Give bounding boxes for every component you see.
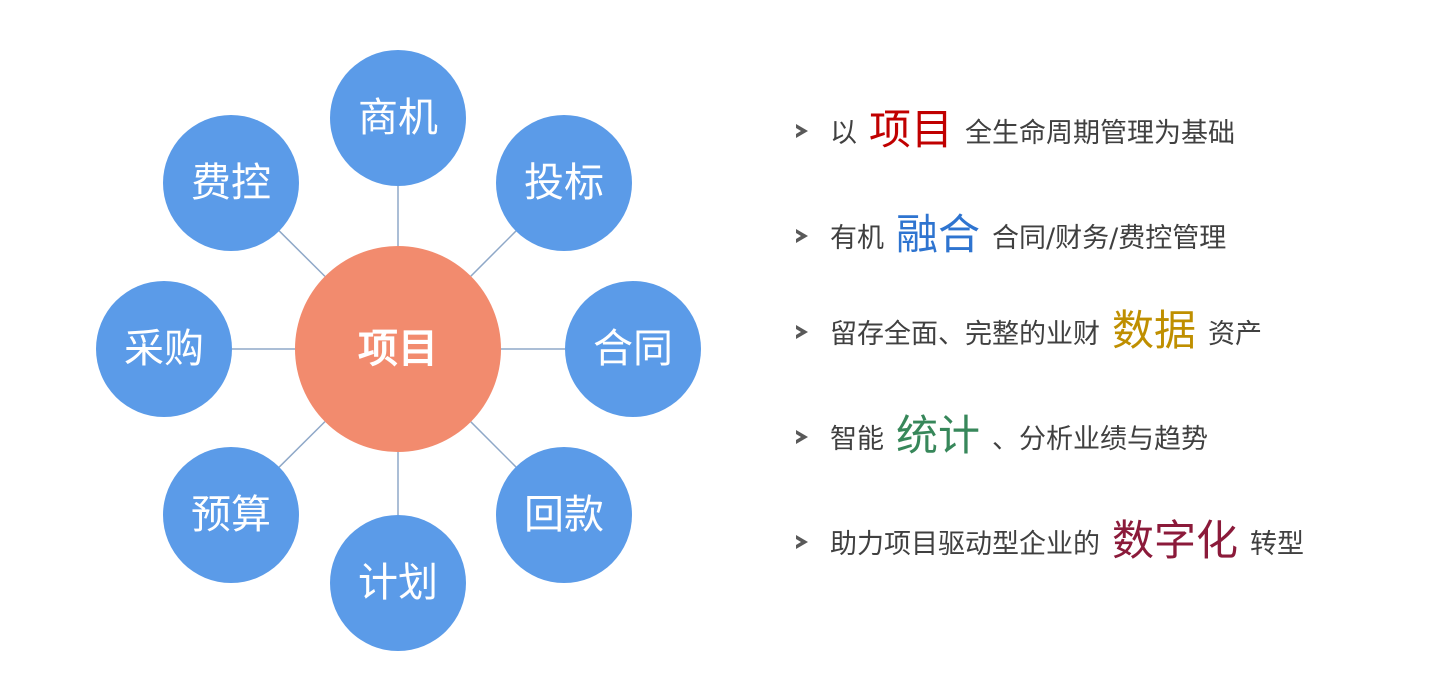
bullet-highlight: 统计 (896, 411, 981, 460)
bullet-text: 留存全面、完整的业财 (830, 318, 1100, 350)
connector-line-yusuan (278, 421, 326, 468)
satellite-label-hetong: 合同 (593, 326, 673, 372)
hub-node: 项目 (295, 246, 501, 452)
satellite-label-feikong: 费控 (191, 160, 271, 206)
arrow-bullet-icon (796, 430, 808, 444)
satellite-label-toubiao: 投标 (524, 160, 604, 206)
hub-diagram: 商机 投标 合同 回款 计划 预算 采购 费控 项目 (96, 50, 701, 651)
bullet-text: 、分析业绩与趋势 (992, 423, 1209, 455)
bullet-item: 智能 统计 、分析业绩与趋势 (796, 406, 1208, 466)
satellite-toubiao: 投标 (496, 115, 632, 251)
satellite-label-huikuan: 回款 (524, 492, 604, 538)
satellite-yusuan: 预算 (163, 447, 299, 583)
connector-line-feikong (278, 230, 326, 277)
satellite-circle-jihua (330, 515, 466, 651)
arrow-bullet-icon (796, 124, 808, 138)
hub-circle (295, 246, 501, 452)
bullet-item: 有机 融合 合同/财务/费控管理 (796, 205, 1226, 265)
satellite-label-yusuan: 预算 (191, 492, 271, 538)
bullet-text: 助力项目驱动型企业的 (830, 528, 1100, 560)
bullet-text: 合同/财务/费控管理 (992, 222, 1227, 254)
arrow-bullet-icon (796, 229, 808, 243)
satellite-hetong: 合同 (565, 281, 701, 417)
bullet-highlight: 数字化 (1112, 516, 1239, 565)
satellite-circle-shangji (330, 50, 466, 186)
satellite-feikong: 费控 (163, 115, 299, 251)
bullet-item: 留存全面、完整的业财 数据 资产 (796, 301, 1262, 361)
satellite-circle-feikong (163, 115, 299, 251)
satellite-label-shangji: 商机 (358, 95, 438, 141)
bullet-item: 以 项目 全生命周期管理为基础 (796, 100, 1235, 160)
hub-label: 项目 (358, 326, 438, 372)
arrow-bullet-icon (796, 535, 808, 549)
bullet-text: 全生命周期管理为基础 (965, 117, 1236, 149)
satellite-circle-huikuan (496, 447, 632, 583)
satellite-circle-toubiao (496, 115, 632, 251)
connector-line-huikuan (470, 421, 517, 468)
satellite-caigou: 采购 (96, 281, 232, 417)
satellite-label-caigou: 采购 (124, 326, 204, 372)
satellite-circle-caigou (96, 281, 232, 417)
bullet-text: 有机 (830, 222, 884, 254)
bullet-highlight: 数据 (1112, 306, 1197, 355)
satellite-shangji: 商机 (330, 50, 466, 186)
connector-line-toubiao (470, 230, 517, 277)
bullet-highlight: 项目 (869, 105, 954, 154)
arrow-bullet-icon (796, 325, 808, 339)
satellite-circle-yusuan (163, 447, 299, 583)
bullet-text: 智能 (830, 423, 884, 455)
bullet-text: 以 (830, 117, 857, 149)
bullet-highlight: 融合 (896, 210, 981, 259)
bullet-item: 助力项目驱动型企业的 数字化 转型 (796, 511, 1304, 571)
connector-lines (232, 186, 565, 515)
satellite-jihua: 计划 (330, 515, 466, 651)
bullet-text: 转型 (1250, 528, 1305, 560)
bullet-text: 资产 (1208, 318, 1263, 350)
satellite-circle-hetong (565, 281, 701, 417)
satellite-label-jihua: 计划 (358, 560, 438, 606)
satellite-huikuan: 回款 (496, 447, 632, 583)
